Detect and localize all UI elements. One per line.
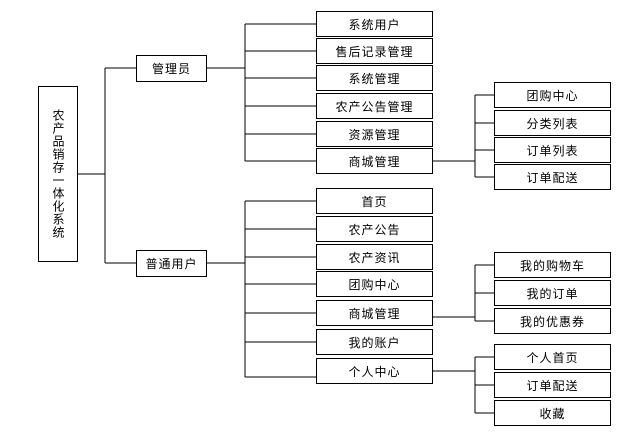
admin-mall-order-delivery: 订单配送	[494, 164, 611, 190]
user-item-home: 首页	[316, 188, 433, 214]
role-admin-node: 管理员	[136, 55, 207, 82]
user-item-group-buy: 团购中心	[316, 271, 433, 297]
admin-mall-order-list: 订单列表	[494, 137, 611, 163]
user-center-personal-home: 个人首页	[494, 344, 611, 370]
admin-item-system-users: 系统用户	[316, 11, 433, 37]
user-mall-cart: 我的购物车	[494, 252, 611, 278]
role-user-node: 普通用户	[136, 250, 207, 277]
admin-item-system-management: 系统管理	[316, 65, 433, 91]
admin-item-resource-management: 资源管理	[316, 121, 433, 147]
user-item-news: 农产资讯	[316, 244, 433, 270]
admin-item-announcement-management: 农产公告管理	[316, 93, 433, 119]
user-item-announcements: 农产公告	[316, 216, 433, 242]
admin-mall-category-list: 分类列表	[494, 110, 611, 136]
user-center-favorites: 收藏	[494, 400, 611, 426]
user-item-mall-management: 商城管理	[316, 300, 433, 326]
admin-mall-group-buy: 团购中心	[494, 82, 611, 108]
user-mall-my-coupons: 我的优惠券	[494, 308, 611, 334]
admin-item-after-sales-records: 售后记录管理	[316, 38, 433, 64]
user-item-personal-center: 个人中心	[316, 358, 433, 384]
root-node: 农产品销存一体化系统	[38, 86, 78, 262]
user-center-order-delivery: 订单配送	[494, 372, 611, 398]
user-item-my-account: 我的账户	[316, 329, 433, 355]
admin-item-mall-management: 商城管理	[316, 148, 433, 174]
user-mall-my-orders: 我的订单	[494, 280, 611, 306]
